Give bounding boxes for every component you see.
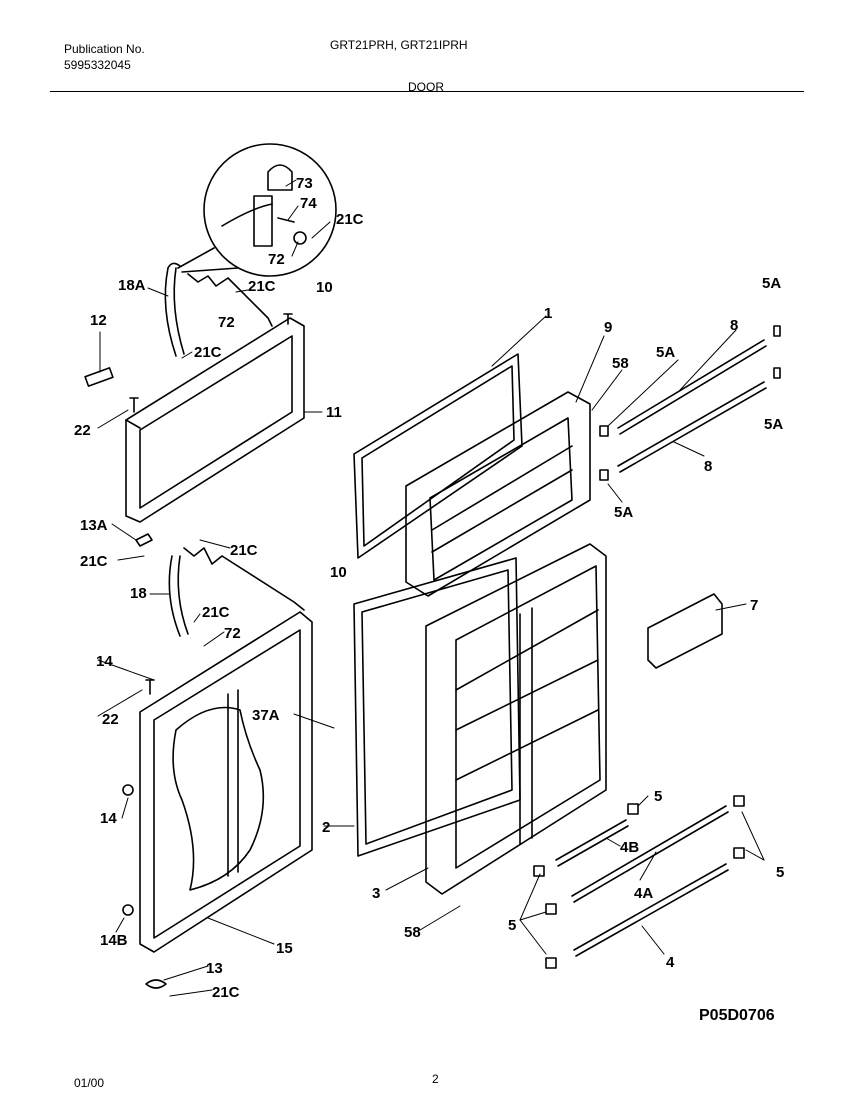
rail-end-caps <box>533 325 781 969</box>
publication-label: Publication No. <box>64 42 145 56</box>
callout-72-a: 72 <box>218 314 235 331</box>
callout-8-b: 8 <box>704 458 712 475</box>
callout-1: 1 <box>544 305 552 322</box>
plug-14b <box>122 904 134 916</box>
hinge-13a <box>135 533 153 547</box>
callout-2: 2 <box>322 819 330 836</box>
section-title: DOOR <box>408 80 444 94</box>
callout-21c-a: 21C <box>248 278 276 295</box>
callout-5a-d: 5A <box>614 504 633 521</box>
footer-date: 01/00 <box>74 1076 105 1090</box>
handle-guide-line <box>187 273 273 327</box>
callout-21c-b: 21C <box>194 344 222 361</box>
freezer-shelf-rail-upper <box>617 339 767 435</box>
callout-14b: 14B <box>100 932 128 949</box>
callout-21c-inset: 21C <box>336 211 364 228</box>
leader-lines <box>97 179 765 997</box>
callout-5-c: 5 <box>508 917 516 934</box>
callout-18a: 18A <box>118 277 146 294</box>
dairy-door <box>647 593 723 669</box>
freezer-shelf-rail-lower <box>617 381 767 473</box>
callout-5a-c: 5A <box>764 416 783 433</box>
nameplate <box>84 367 114 387</box>
fresh-food-handle <box>168 555 189 637</box>
handle-guide-line-lower <box>183 547 305 611</box>
callout-5-b: 5 <box>776 864 784 881</box>
callout-10-a: 10 <box>316 279 333 296</box>
callout-5a-a: 5A <box>656 344 675 361</box>
callout-22-a: 22 <box>74 422 91 439</box>
callout-72-b: 72 <box>224 625 241 642</box>
callout-21c-f: 21C <box>212 984 240 1001</box>
shelf-rail-4b <box>555 819 629 867</box>
freezer-inner-liner <box>405 391 591 597</box>
callout-15: 15 <box>276 940 293 957</box>
fresh-food-gasket <box>353 557 521 857</box>
callout-13: 13 <box>206 960 223 977</box>
callout-21c-c: 21C <box>80 553 108 570</box>
callout-58-b: 58 <box>404 924 421 941</box>
footer-page-number: 2 <box>432 1072 439 1086</box>
callout-4: 4 <box>666 954 675 971</box>
callout-4a: 4A <box>634 885 653 902</box>
callout-74: 74 <box>300 195 317 212</box>
callout-72-inset: 72 <box>268 251 285 268</box>
shelf-rail-4a <box>571 805 729 903</box>
callout-14-a: 14 <box>96 653 113 670</box>
callout-21c-d: 21C <box>230 542 258 559</box>
callout-7: 7 <box>750 597 758 614</box>
callout-9: 9 <box>604 319 612 336</box>
callout-58-a: 58 <box>612 355 629 372</box>
callout-4b: 4B <box>620 839 639 856</box>
screw-10-top <box>283 313 293 325</box>
handle-detail-inset <box>177 143 337 277</box>
header-rule <box>50 91 804 92</box>
callout-21c-e: 21C <box>202 604 230 621</box>
callout-8-a: 8 <box>730 317 738 334</box>
callout-10-b: 10 <box>330 564 347 581</box>
callout-14-b: 14 <box>100 810 117 827</box>
screw-22-lower <box>145 679 155 695</box>
screw-22-top <box>129 397 139 413</box>
plug-14 <box>122 784 134 796</box>
shelf-rail-4 <box>573 863 729 957</box>
freezer-outer-door <box>125 317 305 523</box>
callout-73: 73 <box>296 175 313 192</box>
callout-18: 18 <box>130 585 147 602</box>
callout-22-b: 22 <box>102 711 119 728</box>
callout-11: 11 <box>326 404 342 421</box>
drawing-code: P05D0706 <box>699 1007 775 1024</box>
callout-37a: 37A <box>252 707 280 724</box>
fresh-food-inner-liner <box>425 543 607 895</box>
callout-5a-b: 5A <box>762 275 781 292</box>
publication-number: 5995332045 <box>64 58 131 72</box>
callout-5-a: 5 <box>654 788 662 805</box>
freezer-gasket <box>353 353 523 559</box>
freezer-handle <box>164 262 185 357</box>
callout-3: 3 <box>372 885 380 902</box>
callout-13a: 13A <box>80 517 108 534</box>
model-numbers: GRT21PRH, GRT21IPRH <box>330 38 468 52</box>
fresh-food-outer-door <box>139 611 313 953</box>
callout-12: 12 <box>90 312 107 329</box>
hinge-13 <box>145 979 167 989</box>
